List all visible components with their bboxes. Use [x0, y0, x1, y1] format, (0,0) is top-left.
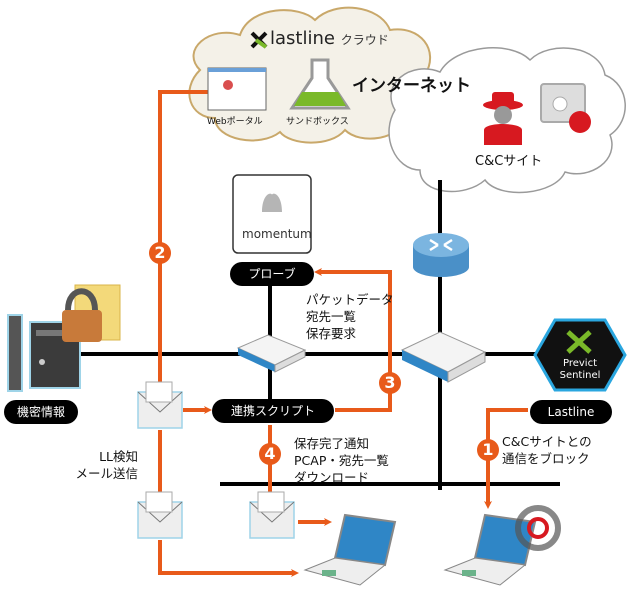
sandbox-label: サンドボックス: [286, 117, 349, 127]
step-1-text: C&Cサイトとの通信をブロック: [502, 434, 592, 466]
momentum-box: [232, 174, 312, 254]
step-3-badge: 3: [379, 372, 401, 394]
internet-title: インターネット: [352, 76, 471, 96]
step-3-text: パケットデータ宛先一覧保存要求: [306, 292, 394, 341]
step-2-text: LL検知メール送信: [75, 449, 138, 481]
email-envelope-icon: [249, 491, 295, 539]
switch-icon: [236, 334, 307, 373]
flow-lines: [158, 90, 528, 577]
laptop-icon: [443, 513, 537, 586]
step-4-badge: 4: [259, 443, 281, 465]
switch-icon: [400, 331, 487, 383]
step-1-badge: 1: [477, 439, 499, 461]
previct-sentinel-logo: [533, 318, 627, 392]
confidential-info-node: 機密情報: [4, 400, 78, 424]
cc-site-label: C&Cサイト: [475, 154, 543, 169]
biohazard-icon: [515, 505, 561, 551]
email-envelope-icon: [137, 381, 183, 429]
lastline-node: Lastline: [530, 400, 612, 424]
step-2-badge: 2: [149, 242, 171, 264]
router-icon: [413, 233, 469, 277]
infected-webpage-icon: [540, 83, 591, 133]
sandbox-flask-icon: [289, 58, 351, 110]
script-node: 連携スクリプト: [212, 399, 334, 423]
lastline-logo-icon: [250, 31, 268, 49]
laptop-icon: [303, 513, 397, 586]
probe-node: プローブ: [230, 262, 314, 286]
email-envelope-icon: [137, 491, 183, 539]
momentum-label: momentum: [242, 227, 312, 241]
hacker-icon: [483, 92, 523, 145]
web-portal-label: Webポータル: [207, 117, 263, 127]
web-portal-icon: [207, 67, 267, 111]
lastline-brand: lastline クラウド: [270, 28, 389, 49]
lock-folder-icon: [62, 284, 121, 342]
